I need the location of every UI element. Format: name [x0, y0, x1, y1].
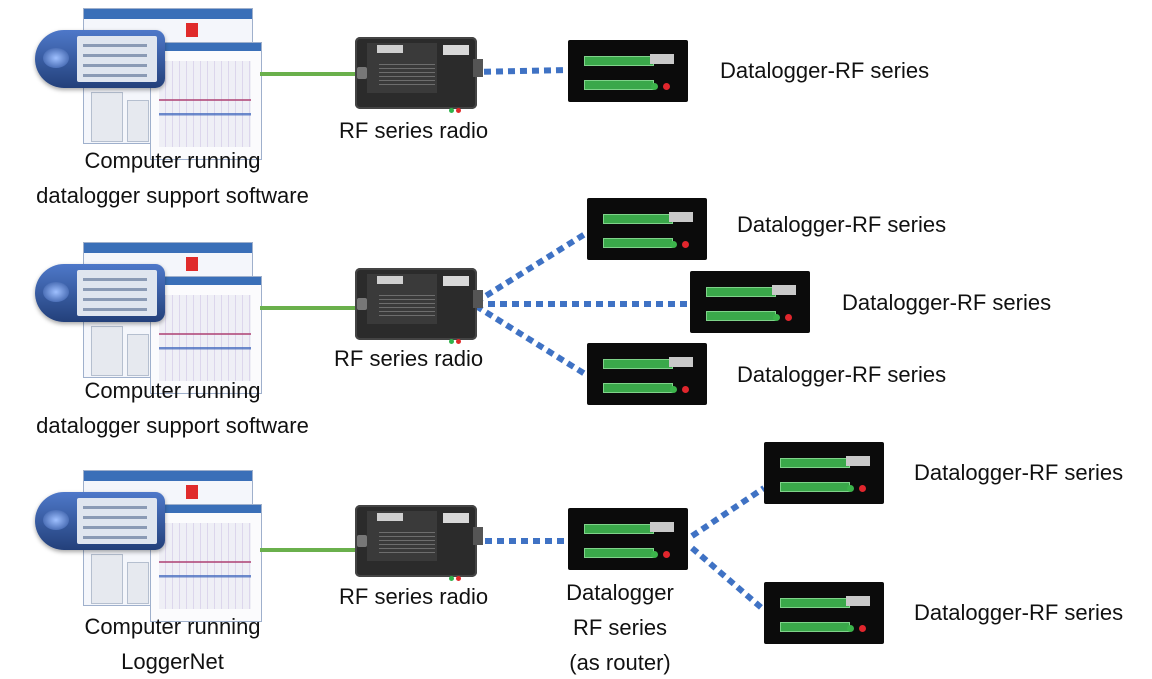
- wired-link: [260, 548, 358, 552]
- router-label-line2: RF series: [572, 615, 668, 640]
- datalogger-label: Datalogger-RF series: [737, 362, 947, 387]
- wireless-link-2c: [474, 303, 587, 377]
- computer-label-line2: datalogger support software: [36, 183, 309, 208]
- computer-label-line2: datalogger support software: [36, 413, 309, 438]
- datalogger-icon: [587, 343, 707, 405]
- datalogger-label: Datalogger-RF series: [737, 212, 947, 237]
- datalogger-icon: [764, 442, 884, 504]
- wired-link: [260, 306, 358, 310]
- router-datalogger-icon: [568, 508, 688, 570]
- wireless-link-3c: [690, 545, 766, 613]
- router-label-line1: Datalogger: [566, 580, 674, 605]
- datalogger-label: Datalogger-RF series: [720, 58, 930, 83]
- wireless-link-1: [471, 67, 569, 75]
- computer-icon: [35, 242, 262, 394]
- radio-label: RF series radio: [339, 118, 489, 143]
- datalogger-icon: [690, 271, 810, 333]
- radio-label: RF series radio: [339, 584, 489, 609]
- wireless-link-3b: [690, 485, 766, 539]
- datalogger-icon: [587, 198, 707, 260]
- computer-label-line1: Computer running: [84, 614, 261, 639]
- wired-link: [260, 72, 358, 76]
- computer-label-line1: Computer running: [84, 148, 261, 173]
- datalogger-label: Datalogger-RF series: [914, 600, 1124, 625]
- radio-label: RF series radio: [334, 346, 484, 371]
- rf-radio-icon: [355, 268, 483, 344]
- rf-radio-icon: [355, 505, 483, 581]
- datalogger-label: Datalogger-RF series: [842, 290, 1052, 315]
- computer-icon: [35, 470, 262, 622]
- rf-radio-icon: [355, 37, 483, 113]
- wireless-link-2a: [474, 231, 587, 305]
- datalogger-icon: [568, 40, 688, 102]
- router-label-line3: (as router): [569, 650, 671, 675]
- computer-label-line2: LoggerNet: [121, 649, 224, 674]
- computer-label-line1: Computer running: [84, 378, 261, 403]
- datalogger-icon: [764, 582, 884, 644]
- computer-icon: [35, 8, 262, 160]
- datalogger-label: Datalogger-RF series: [914, 460, 1124, 485]
